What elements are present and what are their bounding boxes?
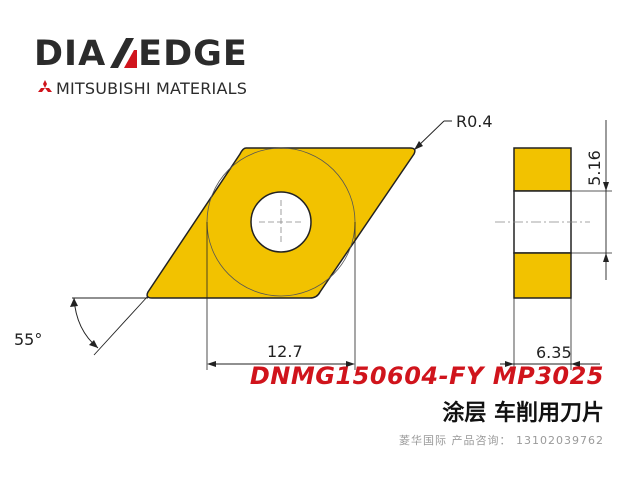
three-diamond-icon (38, 80, 52, 92)
hole-label: 5.16 (585, 150, 604, 186)
insert-side-top (513, 147, 572, 192)
angle-label: 55° (14, 330, 42, 349)
insert-side-hole (513, 190, 572, 254)
insert-side-bottom (513, 252, 572, 299)
company-name: MITSUBISHI MATERIALS (56, 79, 248, 98)
thickness-label: 6.35 (536, 343, 572, 362)
brand-name-left: DIA (34, 34, 107, 74)
brand-name-right: EDGE (138, 34, 248, 74)
brand-logo: DIA EDGE (34, 34, 248, 74)
inscribed-circle-label: 12.7 (267, 342, 303, 361)
product-model: DNMG150604-FY MP3025 (249, 362, 604, 390)
contact-info: 菱华国际 产品咨询： 13102039762 (399, 434, 604, 447)
product-description: 涂层 车削用刀片 (442, 401, 604, 426)
brand-edge-mark (107, 37, 138, 68)
radius-label: R0.4 (456, 112, 493, 131)
